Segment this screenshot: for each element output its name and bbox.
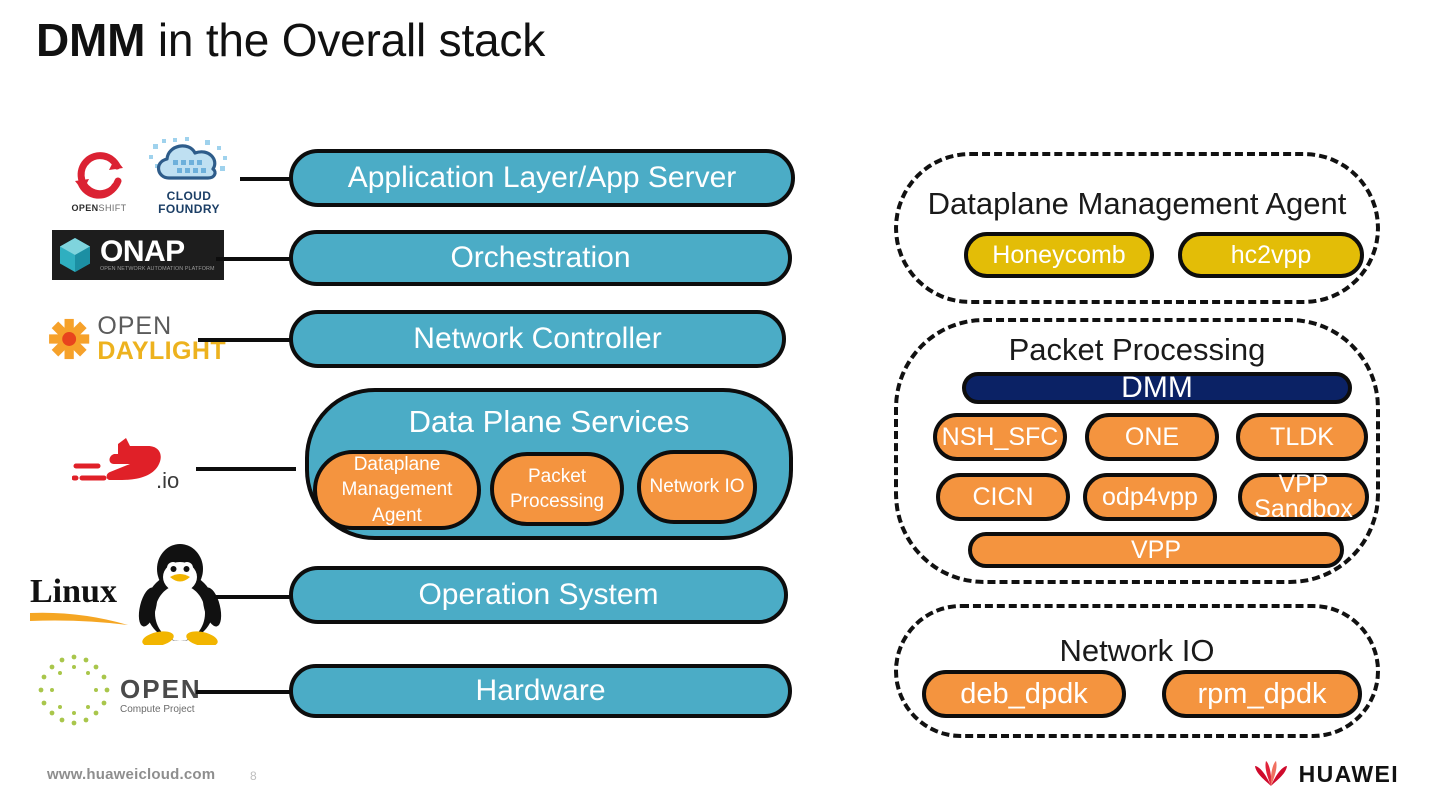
layer-hardware-label: Hardware <box>475 674 606 707</box>
sub-pill-dataplane-management-agent-label: Dataplane Management Agent <box>341 454 453 526</box>
connector-line-application <box>240 177 296 181</box>
layer-network-controller[interactable]: Network Controller <box>289 310 786 368</box>
pill-dmm-label: DMM <box>1121 371 1193 405</box>
open-compute-icon <box>38 654 110 726</box>
logo-open-compute-project: OPEN Compute Project <box>32 650 242 730</box>
logo-openshift: OPENSHIFT <box>58 146 140 216</box>
openshift-caption: OPENSHIFT <box>71 203 126 213</box>
group-dataplane-management-agent <box>894 152 1380 304</box>
onap-wordmark: ONAP <box>100 234 185 268</box>
page-title-bold: DMM <box>36 14 146 66</box>
cloud-foundry-caption-line2: FOUNDRY <box>158 202 220 216</box>
huawei-wordmark: HUAWEI <box>1298 760 1399 787</box>
pill-vpp[interactable]: VPP <box>968 532 1344 568</box>
group-network-io-title: Network IO <box>1059 633 1215 668</box>
pill-one[interactable]: ONE <box>1085 413 1219 461</box>
group-packet-processing <box>894 318 1380 584</box>
onap-subcaption: OPEN NETWORK AUTOMATION PLATFORM <box>100 266 215 273</box>
pill-odp4vpp[interactable]: odp4vpp <box>1083 473 1217 521</box>
openshift-caption-bold: OPEN <box>71 202 99 213</box>
footer-url[interactable]: www.huaweicloud.com <box>47 766 216 783</box>
connector-line-data-plane <box>196 467 296 471</box>
connector-line-network-controller <box>198 338 296 342</box>
layer-operation-system[interactable]: Operation System <box>289 566 788 624</box>
pill-vpp-label: VPP <box>1130 536 1182 564</box>
pill-cicn-label: CICN <box>972 483 1034 511</box>
sub-pill-network-io-label: Network IO <box>649 476 745 498</box>
logo-onap: ONAP OPEN NETWORK AUTOMATION PLATFORM <box>52 230 224 280</box>
linux-swoosh-icon <box>30 612 128 625</box>
group-dataplane-management-agent-title: Dataplane Management Agent <box>927 186 1347 221</box>
pill-vpp-sandbox[interactable]: VPP Sandbox <box>1238 469 1369 523</box>
page-title-rest: in the Overall stack <box>145 14 546 66</box>
logo-fdio: .io <box>72 432 212 498</box>
page-title: DMM in the Overall stack <box>36 14 545 67</box>
logo-cloud-foundry: CLOUD FOUNDRY <box>144 134 234 218</box>
cloud-foundry-caption: CLOUD FOUNDRY <box>158 188 220 217</box>
opendaylight-icon <box>49 318 90 360</box>
linux-wordmark: Linux <box>30 572 117 610</box>
opendaylight-caption-line2: DAYLIGHT <box>97 337 226 365</box>
logo-linux: Linux <box>30 540 230 645</box>
page-number: 8 <box>250 769 257 783</box>
fdio-icon: .io <box>72 438 179 493</box>
layer-application-layer[interactable]: Application Layer/App Server <box>289 149 795 207</box>
layer-application-layer-label: Application Layer/App Server <box>347 161 737 194</box>
pill-one-label: ONE <box>1124 423 1180 451</box>
cloud-foundry-icon <box>149 136 227 180</box>
tux-penguin-icon <box>138 543 222 645</box>
pill-honeycomb[interactable]: Honeycomb <box>964 232 1154 278</box>
pill-odp4vpp-label: odp4vpp <box>1102 483 1198 511</box>
pill-rpm-dpdk[interactable]: rpm_dpdk <box>1162 670 1362 718</box>
pill-deb-dpdk-label: deb_dpdk <box>960 677 1088 710</box>
pill-tldk[interactable]: TLDK <box>1236 413 1368 461</box>
pill-hc2vpp[interactable]: hc2vpp <box>1178 232 1364 278</box>
layer-data-plane-services-label: Data Plane Services <box>408 404 690 439</box>
pill-tldk-label: TLDK <box>1270 423 1334 451</box>
pill-vpp-sandbox-label: VPP Sandbox <box>1254 469 1353 523</box>
openshift-icon <box>75 151 123 199</box>
fdio-io-text: .io <box>156 468 179 493</box>
layer-hardware[interactable]: Hardware <box>289 664 792 718</box>
open-compute-subcaption: Compute Project <box>120 703 195 715</box>
onap-icon <box>60 238 90 272</box>
layer-operation-system-label: Operation System <box>418 578 659 611</box>
pill-honeycomb-label: Honeycomb <box>992 241 1126 269</box>
logo-opendaylight: OPEN DAYLIGHT <box>46 308 226 370</box>
sub-pill-network-io[interactable]: Network IO <box>637 450 757 524</box>
pill-nsh-sfc[interactable]: NSH_SFC <box>933 413 1067 461</box>
pill-deb-dpdk[interactable]: deb_dpdk <box>922 670 1126 718</box>
pill-dmm[interactable]: DMM <box>962 371 1352 405</box>
pill-rpm-dpdk-label: rpm_dpdk <box>1197 677 1327 710</box>
open-compute-wordmark: OPEN <box>120 673 202 704</box>
opendaylight-caption-line1: OPEN <box>97 312 173 340</box>
pill-hc2vpp-label: hc2vpp <box>1230 241 1312 269</box>
sub-pill-dataplane-management-agent[interactable]: Dataplane Management Agent <box>313 450 481 530</box>
pill-cicn[interactable]: CICN <box>936 473 1070 521</box>
layer-orchestration[interactable]: Orchestration <box>289 230 792 286</box>
connector-line-operation-system <box>214 595 296 599</box>
openshift-caption-rest: SHIFT <box>98 202 127 213</box>
pill-nsh-sfc-label: NSH_SFC <box>941 423 1059 451</box>
connector-line-hardware <box>196 690 296 694</box>
sub-pill-packet-processing[interactable]: Packet Processing <box>490 452 624 526</box>
group-packet-processing-title: Packet Processing <box>1008 332 1266 367</box>
layer-orchestration-label: Orchestration <box>450 241 631 274</box>
huawei-logo: HUAWEI <box>1252 760 1399 788</box>
cloud-foundry-caption-line1: CLOUD <box>166 188 212 203</box>
huawei-flower-icon <box>1254 761 1287 786</box>
sub-pill-packet-processing-label: Packet Processing <box>510 465 604 512</box>
layer-network-controller-label: Network Controller <box>413 322 662 355</box>
group-network-io <box>894 604 1380 738</box>
connector-line-orchestration <box>216 257 296 261</box>
